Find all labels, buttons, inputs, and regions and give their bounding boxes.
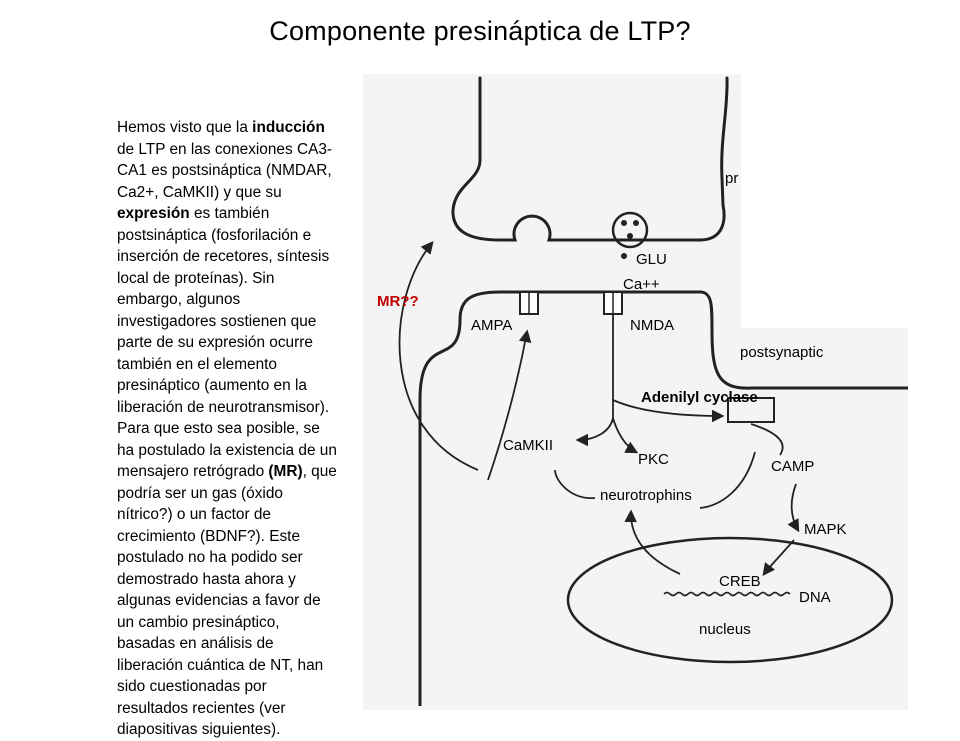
label-camkii: CaMKII: [503, 437, 553, 454]
label-camp: CAMP: [771, 458, 814, 475]
slide-title: Componente presináptica de LTP?: [269, 16, 691, 46]
label-ampa: AMPA: [471, 317, 512, 334]
mapk-to-creb-arrow: [762, 539, 795, 577]
creb-to-neurotrophins-arrow: [624, 509, 681, 575]
adenylyl-to-camp-arrow: [750, 423, 784, 456]
neurotrophins-to-terminal-arrow: [554, 469, 596, 499]
paragraph-bold-induccion: inducción: [252, 119, 325, 136]
pkc-to-neurotrophins-arrow: [699, 451, 756, 509]
label-adenylyl-cyclase: Adenilyl cyclase: [641, 389, 758, 406]
ca-to-camkii-arrow: [575, 417, 614, 447]
adenylyl-cyclase-box: [727, 397, 775, 423]
paragraph-bold-mr: (MR): [268, 463, 303, 480]
label-pr: pr: [725, 170, 738, 187]
paragraph-text-2: de LTP en las conexiones CA3-CA1 es post…: [117, 140, 333, 201]
ampa-channel: [519, 291, 539, 315]
camkii-to-ampa-arrow: [487, 329, 532, 481]
ca-to-pkc-arrow: [612, 417, 639, 454]
camp-to-mapk-arrow: [787, 483, 800, 533]
nmda-channel: [603, 291, 623, 315]
vesicle-dot: [621, 220, 627, 226]
body-paragraph: Hemos visto que la inducción de LTP en l…: [117, 117, 339, 741]
glu-dot: [621, 253, 627, 259]
vesicle: [611, 211, 649, 249]
ltp-synapse-diagram: pr GLU Ca++ MR?? AMPA NMDA postsynaptic …: [363, 74, 908, 710]
paragraph-text-3: es también postsináptica (fosforilación …: [117, 205, 337, 480]
nucleus: [566, 536, 894, 664]
label-dna: DNA: [799, 589, 831, 606]
paragraph-text-1: Hemos visto que la: [117, 119, 253, 136]
label-neurotrophins: neurotrophins: [600, 487, 692, 504]
paragraph-text-4: , que podría ser un gas (óxido nítrico?)…: [117, 463, 337, 738]
dna-strand: [663, 591, 791, 597]
label-mr: MR??: [377, 293, 419, 310]
vesicle-dot: [633, 220, 639, 226]
paragraph-bold-expresion: expresión: [117, 205, 190, 222]
figure-background-right: [741, 328, 908, 710]
figure-background: [363, 74, 741, 710]
retrograde-messenger-arrow: [398, 241, 479, 471]
label-mapk: MAPK: [804, 521, 847, 538]
label-postsynaptic: postsynaptic: [740, 344, 824, 361]
label-pkc: PKC: [638, 451, 669, 468]
vesicle-dot: [627, 233, 633, 239]
label-creb: CREB: [719, 573, 761, 590]
label-glu: GLU: [636, 251, 667, 268]
label-ca: Ca++: [623, 276, 660, 293]
label-nmda: NMDA: [630, 317, 674, 334]
ca-to-adenylyl-arrow: [612, 399, 725, 423]
presynaptic-membrane: [451, 76, 729, 242]
label-nucleus: nucleus: [699, 621, 751, 638]
postsynaptic-membrane: [418, 290, 908, 706]
